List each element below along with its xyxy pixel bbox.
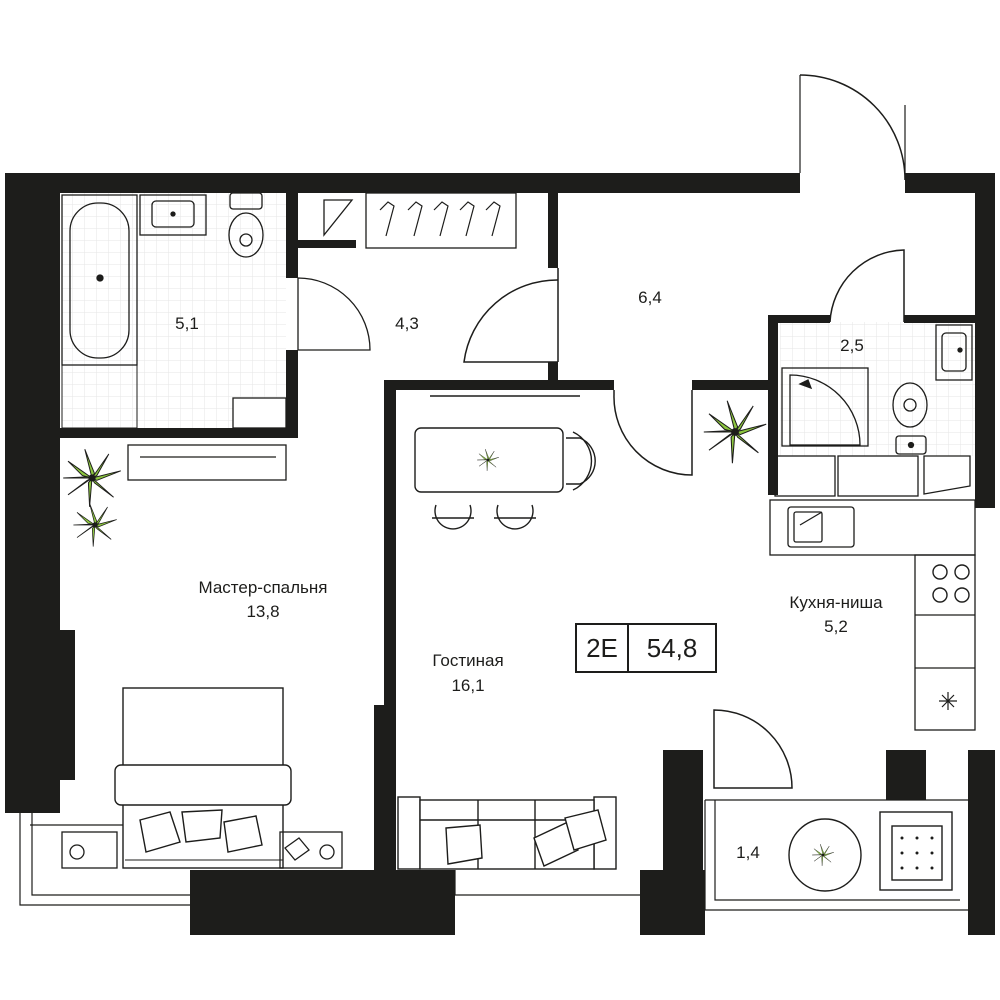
- corridor-area: 6,4: [638, 288, 662, 307]
- sink-icon: [139, 194, 207, 236]
- bedroom-area: 13,8: [246, 602, 280, 621]
- fridge-icon: [939, 692, 957, 710]
- wc-toilet-icon: [892, 382, 928, 455]
- kitchen-sink-icon: [787, 506, 855, 548]
- stove-icon: [932, 564, 970, 603]
- wc-area: 2,5: [840, 336, 864, 355]
- living-area: 16,1: [451, 676, 485, 695]
- bathroom-tiles: [62, 193, 286, 437]
- kitchen-counter: [769, 499, 976, 731]
- bedroom-name: Мастер-спальня: [198, 578, 328, 597]
- dining-table: [414, 395, 596, 530]
- bathroom-shelf: [61, 364, 138, 429]
- apartment-type: 2Е: [577, 625, 629, 671]
- outer-walls: [5, 173, 995, 935]
- bathroom-cabinet: [232, 397, 287, 429]
- balcony-area: 1,4: [736, 843, 760, 862]
- bed: [114, 687, 292, 869]
- nightstand: [61, 831, 343, 869]
- bedroom-wardrobe: [127, 444, 287, 481]
- wc-tiles: [780, 322, 976, 456]
- door-swing-icon: [297, 74, 906, 789]
- balcony-armchair: [879, 811, 953, 891]
- hall-area: 4,3: [395, 314, 419, 333]
- wardrobe: [323, 192, 517, 249]
- kitchen-area: 5,2: [824, 617, 848, 636]
- inner-walls: [60, 193, 976, 870]
- kitchen-upper-cabinets: [774, 455, 971, 497]
- balcony-table: [788, 818, 862, 892]
- apartment-badge: 2Е 54,8: [575, 623, 717, 673]
- total-area: 54,8: [646, 632, 698, 663]
- hanger-icon: [379, 201, 501, 237]
- sofa: [397, 796, 617, 870]
- toilet-icon: [228, 192, 264, 258]
- armchair-dots: [900, 836, 934, 870]
- wc-sink-icon: [935, 324, 973, 381]
- bathroom-area: 5,1: [175, 314, 199, 333]
- kitchen-name: Кухня-ниша: [789, 593, 883, 612]
- shower-icon: [781, 367, 869, 447]
- living-name: Гостиная: [432, 651, 504, 670]
